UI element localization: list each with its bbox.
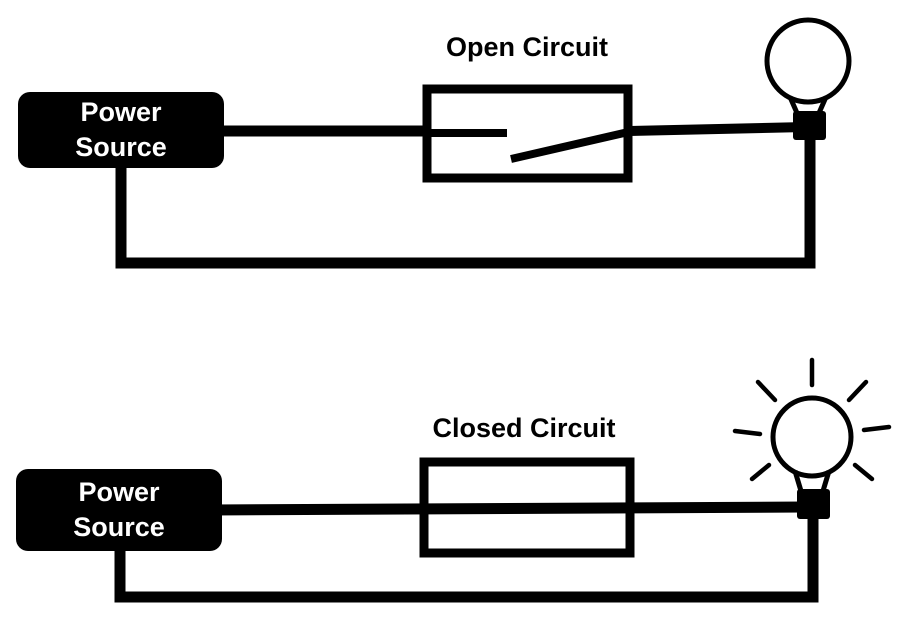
bulb-lit-icon	[770, 395, 854, 519]
wire-switch-to-bulb	[627, 122, 807, 136]
open-switch-lever	[510, 126, 638, 163]
power-source-box: Power Source	[16, 469, 222, 551]
bulb-neck-right	[820, 470, 832, 492]
bulb-neck-left	[787, 95, 800, 115]
wire-return-loop	[115, 132, 816, 269]
bulb-base	[797, 489, 830, 519]
bulb-glass	[770, 395, 854, 479]
bulb-glass	[764, 17, 852, 105]
light-rays	[732, 357, 892, 482]
power-source-box: Power Source	[18, 92, 224, 168]
closed-circuit-diagram	[114, 357, 892, 603]
bulb-neck-right	[816, 95, 829, 115]
closed-circuit-title: Closed Circuit	[432, 413, 616, 443]
bulb-base	[793, 111, 826, 140]
open-circuit-diagram	[115, 17, 852, 269]
switch-box-closed	[419, 457, 635, 558]
bulb-off-icon	[764, 17, 852, 140]
wire-return-loop	[114, 505, 819, 603]
open-circuit-title: Open Circuit	[445, 32, 608, 62]
bulb-neck-left	[792, 470, 804, 492]
wire-source-through-switch-to-bulb	[209, 501, 807, 516]
